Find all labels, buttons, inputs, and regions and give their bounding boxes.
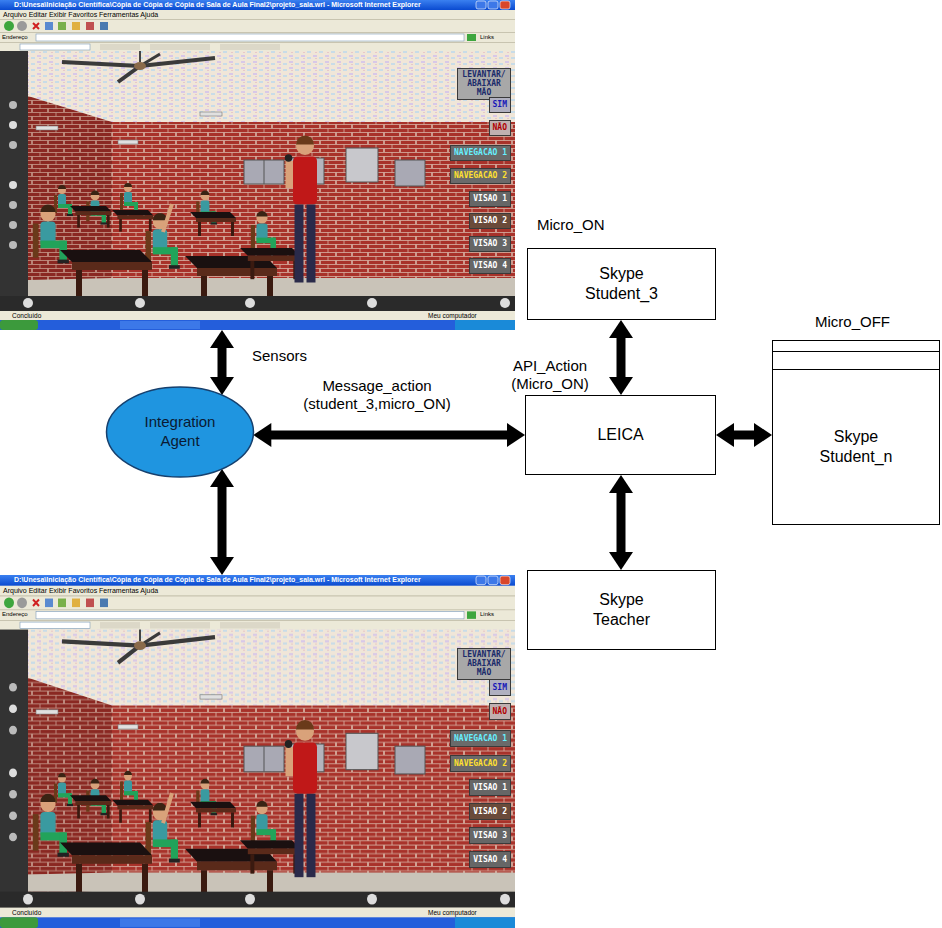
agent-ellipse: Integration Agent: [105, 385, 255, 479]
button-label: VISAO 3: [473, 239, 507, 248]
menu-button: VISAO 2: [469, 803, 511, 820]
window-text: D:\Unesa\Iniciação Científica\Cópia de C…: [14, 576, 421, 584]
window-text: Endereço: [2, 34, 28, 41]
menu-button: VISAO 4: [469, 851, 511, 868]
button-label: VISAO 1: [473, 194, 507, 203]
block-arrow: [609, 475, 633, 570]
process-box: Skype Student_3: [527, 248, 716, 320]
menu-button: LEVANTAR/ ABAIXAR MÃO: [457, 68, 511, 100]
block-arrow: [210, 330, 234, 395]
button-label: VISAO 4: [473, 261, 507, 270]
window-text: Arquivo Editar Exibir Favoritos Ferramen…: [3, 11, 158, 19]
arrow-shaft: [218, 486, 227, 558]
arrow-head: [507, 423, 525, 447]
button-label: LEVANTAR/ ABAIXAR MÃO: [461, 70, 507, 98]
arrow-head: [609, 552, 633, 570]
menu-button: SIM: [489, 679, 511, 696]
block-arrow: [716, 423, 772, 447]
state-label: Micro_OFF: [815, 313, 890, 330]
g-shape: [0, 575, 515, 928]
menu-button: SIM: [489, 97, 511, 113]
menu-button: NÃO: [489, 703, 511, 720]
window-text: Arquivo Editar Exibir Favoritos Ferramen…: [3, 587, 158, 595]
node-label: Skype Student_n: [810, 427, 902, 467]
menu-button: NÃO: [489, 120, 511, 136]
button-label: NAVEGACAO 2: [454, 759, 507, 768]
arrow-shaft: [617, 337, 626, 378]
agent-ellipse-shape: [107, 387, 254, 477]
arrow-head: [609, 475, 633, 493]
window-text: Meu computador: [428, 312, 477, 320]
menu-button: VISAO 2: [469, 213, 511, 229]
button-label: NÃO: [493, 707, 507, 716]
button-label: LEVANTAR/ ABAIXAR MÃO: [461, 650, 507, 678]
menu-button: NAVEGACAO 1: [450, 730, 511, 747]
arrow-shaft: [218, 347, 227, 378]
button-label: SIM: [493, 683, 507, 692]
menu-button: NAVEGACAO 1: [450, 145, 511, 161]
button-label: NAVEGACAO 1: [454, 734, 507, 743]
process-box: Skype Teacher: [527, 570, 716, 650]
process-box: LEICA: [525, 395, 716, 475]
window-header-strip: [773, 341, 939, 352]
menu-button: VISAO 1: [469, 779, 511, 796]
arrow-head: [609, 320, 633, 338]
block-arrow: [210, 469, 234, 575]
menu-button: VISAO 1: [469, 191, 511, 207]
button-label: SIM: [493, 100, 507, 109]
window-box: Skype Student_n: [772, 340, 940, 525]
arrow-head: [210, 330, 234, 348]
menu-button: VISAO 3: [469, 236, 511, 252]
arrow-shaft: [733, 431, 755, 440]
block-arrow: [609, 320, 633, 395]
arrow-shaft: [270, 431, 508, 440]
arrow-head: [253, 423, 271, 447]
edge-label: API_Action (Micro_ON): [500, 357, 600, 393]
window-text: Links: [480, 34, 494, 41]
button-label: NAVEGACAO 2: [454, 171, 507, 180]
node-label: Skype Teacher: [576, 590, 668, 630]
button-label: NAVEGACAO 1: [454, 148, 507, 157]
arrow-head: [210, 557, 234, 575]
window-text: D:\Unesa\Iniciação Científica\Cópia de C…: [14, 1, 421, 9]
window-header-strip: [773, 352, 939, 370]
window-text: Concluído: [12, 312, 41, 320]
node-label: Integration Agent: [134, 413, 226, 451]
arrow-head: [716, 423, 734, 447]
button-label: VISAO 2: [473, 807, 507, 816]
button-label: VISAO 3: [473, 831, 507, 840]
window-text: Concluído: [12, 909, 41, 917]
menu-button: VISAO 4: [469, 258, 511, 274]
node-label: LEICA: [597, 425, 643, 445]
button-label: VISAO 4: [473, 855, 507, 864]
state-label: Micro_ON: [537, 216, 605, 233]
browser-screenshot: D:\Unesa\Iniciação Científica\Cópia de C…: [0, 0, 515, 330]
button-label: VISAO 1: [473, 783, 507, 792]
menu-button: VISAO 3: [469, 827, 511, 844]
button-label: VISAO 2: [473, 216, 507, 225]
use-shape: [0, 575, 515, 928]
use-shape: [0, 0, 515, 330]
browser-screenshot: D:\Unesa\Iniciação Científica\Cópia de C…: [0, 575, 515, 928]
edge-label: Sensors: [252, 347, 322, 365]
window-text: Links: [480, 611, 494, 618]
window-text: Endereço: [2, 611, 28, 618]
arrow-head: [754, 423, 772, 447]
arrow-shaft: [617, 492, 626, 553]
block-arrow: [253, 423, 525, 447]
menu-button: LEVANTAR/ ABAIXAR MÃO: [457, 648, 511, 680]
button-label: NÃO: [493, 123, 507, 132]
menu-button: NAVEGACAO 2: [450, 755, 511, 772]
arrow-head: [609, 377, 633, 395]
edge-label: Message_action (student_3,micro_ON): [288, 377, 466, 413]
window-text: Meu computador: [428, 909, 477, 917]
menu-button: NAVEGACAO 2: [450, 168, 511, 184]
node-label: Skype Student_3: [576, 264, 668, 304]
